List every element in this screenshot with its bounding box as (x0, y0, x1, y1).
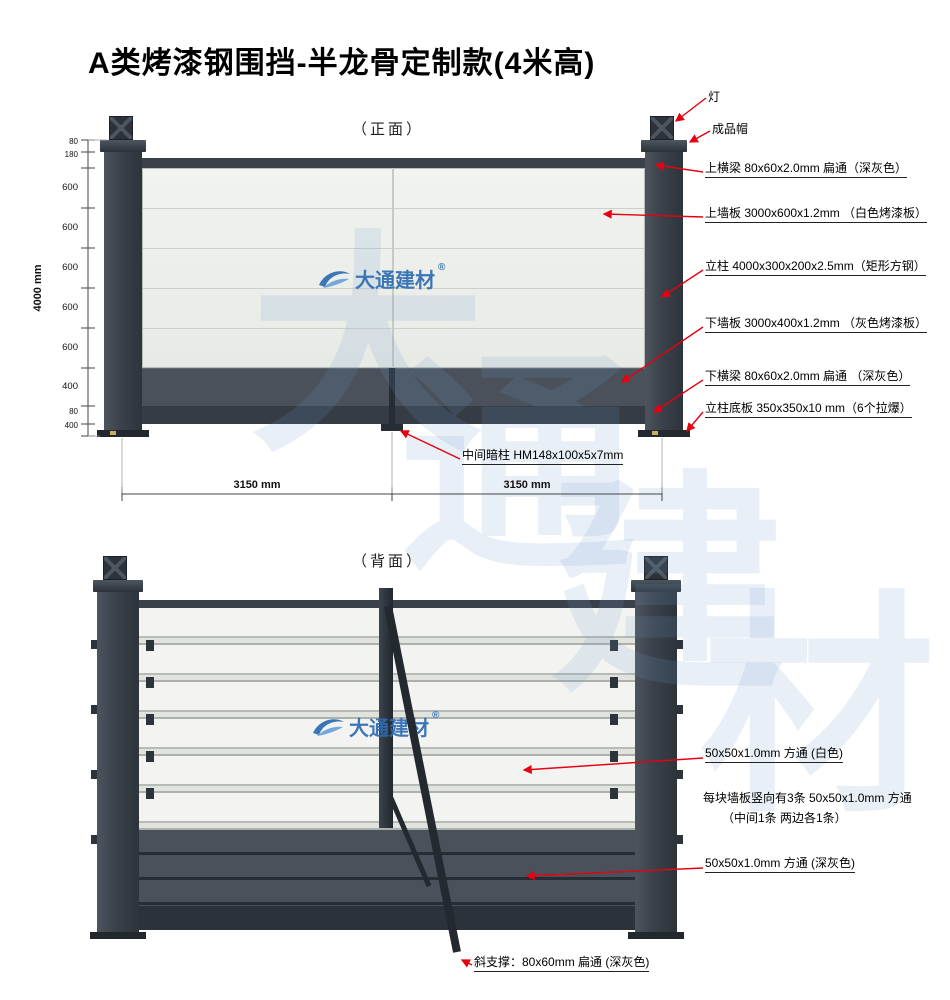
front-right-post (645, 152, 683, 430)
front-left-lamp (109, 116, 133, 140)
brand-watermark-back: 大通建材 ® (310, 710, 440, 741)
callout-base-plate: 立柱底板 350x350x10 mm（6个拉爆） (705, 401, 912, 419)
front-left-cap (100, 140, 146, 152)
anchor-bolt (110, 431, 116, 435)
back-bottom-beam (139, 906, 635, 930)
panel-clip (610, 640, 618, 651)
registered-mark: ® (432, 710, 440, 721)
callout-tube-note-line2: （中间1条 两边各1条） (722, 811, 847, 825)
panel-clip (610, 788, 618, 799)
height-segment-label: 400 (62, 381, 78, 392)
front-view-label: （正面） (352, 121, 425, 138)
callout-lamp: 灯 (708, 90, 721, 104)
post-bracket (677, 705, 683, 714)
callout-cap: 成品帽 (712, 122, 749, 136)
panel-clip (610, 677, 618, 688)
height-segment-label: 180 (64, 150, 78, 159)
anchor-bolt (652, 431, 658, 435)
front-top-beam (142, 158, 645, 168)
height-segment-label: 600 (62, 182, 78, 193)
height-segment-label: 80 (69, 137, 78, 146)
callout-lower-panel: 下墙板 3000x400x1.2mm （灰色烤漆板） (705, 316, 928, 334)
post-bracket (91, 835, 97, 844)
panel-clip (610, 714, 618, 725)
back-right-cap (631, 580, 681, 592)
callout-post: 立柱 4000x300x200x2.5mm（矩形方钢） (705, 259, 926, 277)
callout-gray-tube: 50x50x1.0mm 方通 (深灰色) (705, 856, 856, 874)
front-right-lamp (650, 116, 674, 140)
brand-name: 大通建材 (355, 270, 435, 292)
back-right-post (635, 592, 677, 932)
back-right-baseplate (628, 932, 684, 939)
height-segment-label: 400 (64, 421, 78, 430)
post-bracket (91, 770, 97, 779)
registered-mark: ® (438, 262, 446, 273)
panel-clip (146, 714, 154, 725)
back-center-post (379, 588, 393, 828)
height-segment-label: 600 (62, 302, 78, 313)
front-right-cap (641, 140, 687, 152)
back-view-label: （背面） (352, 553, 425, 570)
callout-tube-note-line1: 每块墙板竖向有3条 50x50x1.0mm 方通 (703, 791, 912, 805)
back-right-lamp (644, 556, 668, 580)
panel-clip (146, 788, 154, 799)
post-bracket (91, 640, 97, 649)
front-center-post (389, 368, 395, 424)
panel-clip (610, 751, 618, 762)
front-width-left: 3150 mm (233, 479, 281, 491)
front-left-post (104, 152, 142, 430)
callout-bottom-beam: 下横梁 80x60x2.0mm 扁通 （深灰色） (705, 369, 911, 387)
back-left-lamp (103, 556, 127, 580)
back-left-post (97, 592, 139, 932)
post-bracket (677, 770, 683, 779)
brand-name: 大通建材 (349, 718, 429, 740)
callout-top-beam: 上横梁 80x60x2.0mm 扁通（深灰色） (705, 161, 908, 179)
front-left-baseplate (97, 430, 149, 437)
callout-white-tube: 50x50x1.0mm 方通 (白色) (705, 746, 844, 764)
back-left-cap (93, 580, 143, 592)
callout-center-post: 中间暗柱 HM148x100x5x7mm (462, 448, 624, 466)
background-watermark-char: 材 (700, 576, 935, 839)
panel-clip (146, 640, 154, 651)
post-bracket (677, 640, 683, 649)
post-bracket (677, 835, 683, 844)
post-bracket (91, 705, 97, 714)
panel-clip (146, 751, 154, 762)
height-segment-label: 600 (62, 262, 78, 273)
front-total-height: 4000 mm (32, 264, 44, 312)
height-segment-label: 600 (62, 342, 78, 353)
callout-brace: 斜支撑：80x60mm 扁通 (深灰色) (474, 955, 650, 973)
brand-swoosh-icon (319, 270, 350, 288)
brand-watermark-front: 大通建材 ® (316, 262, 446, 293)
front-center-foot (381, 424, 403, 431)
callout-upper-panel: 上墙板 3000x600x1.2mm （白色烤漆板） (705, 206, 928, 224)
back-left-baseplate (90, 932, 146, 939)
page-title: A类烤漆钢围挡-半龙骨定制款(4米高) (88, 47, 596, 80)
panel-clip (146, 677, 154, 688)
front-center-seam (392, 168, 394, 368)
back-dark-rails (139, 830, 635, 906)
height-segment-label: 600 (62, 222, 78, 233)
brand-swoosh-icon (313, 718, 344, 736)
height-segment-label: 80 (69, 407, 78, 416)
front-width-right: 3150 mm (503, 479, 551, 491)
front-right-baseplate (638, 430, 690, 437)
